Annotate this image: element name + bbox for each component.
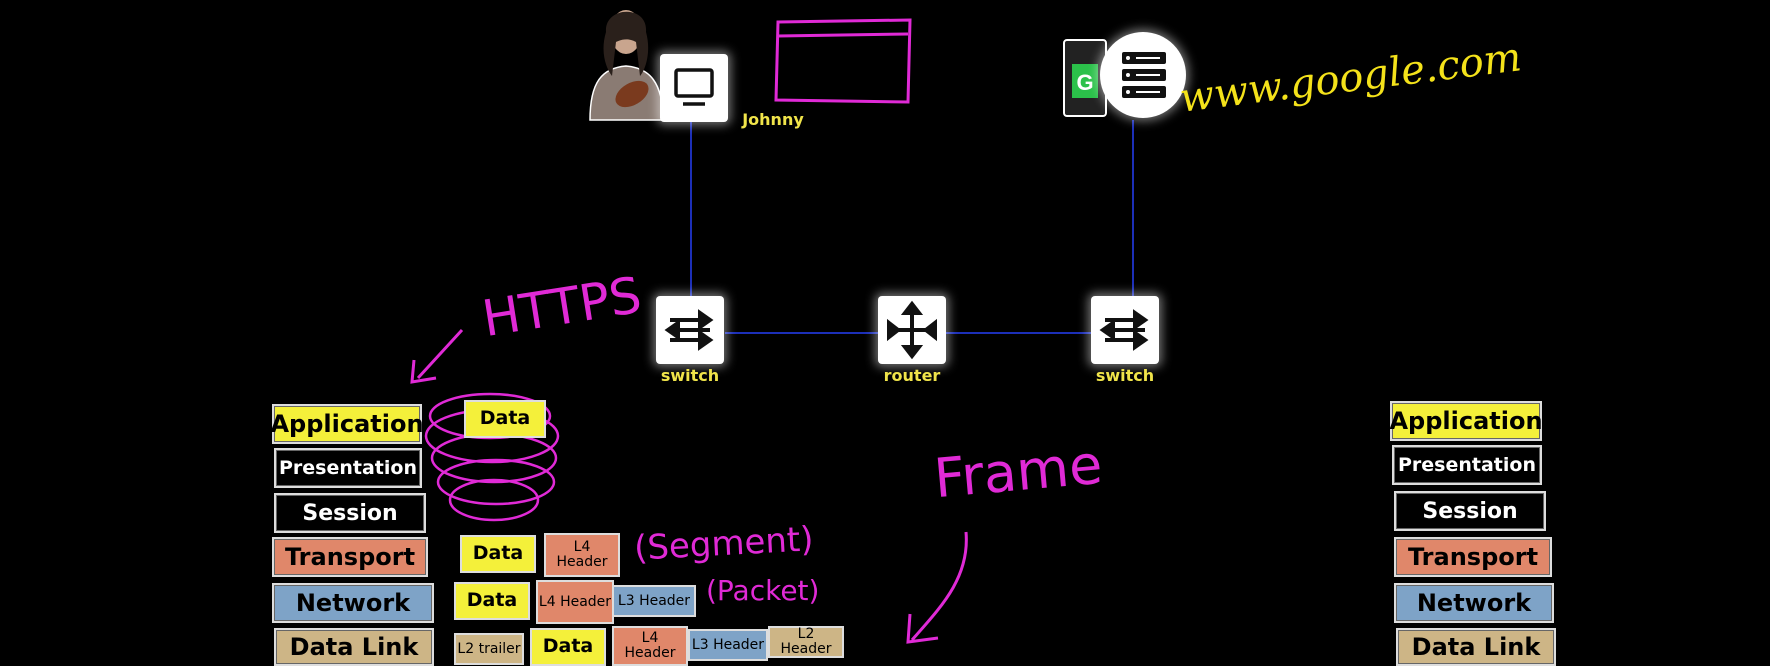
osi-left-application: Application (270, 404, 424, 444)
person-photo (582, 2, 670, 122)
osi-right-session: Session (1394, 491, 1546, 531)
packet-data-chip: Data (454, 582, 530, 620)
frame-l4-header-chip: L4 Header (612, 626, 688, 666)
osi-left-datalink: Data Link (274, 628, 434, 666)
frame-data-chip: Data (530, 628, 606, 666)
monitor-icon (674, 68, 714, 106)
https-arrow (410, 328, 464, 384)
scribble-circles (424, 392, 560, 522)
osi-left-transport: Transport (272, 537, 428, 577)
osi-right-application: Application (1389, 401, 1543, 441)
router-arrows-icon (887, 300, 937, 360)
osi-left-presentation: Presentation (274, 448, 422, 488)
osi-left-network: Network (272, 583, 434, 623)
server-icon (1122, 52, 1166, 98)
switch-left-label: switch (660, 366, 720, 385)
packet-l4-header-chip: L4 Header (536, 580, 614, 624)
switch-arrows-icon (664, 309, 714, 351)
packet-annotation: (Packet) (706, 574, 820, 607)
switch-left[interactable] (656, 296, 724, 364)
segment-l4-header-chip: L4 Header (544, 533, 620, 577)
switch-arrows-icon (1099, 309, 1149, 351)
osi-right-transport: Transport (1394, 537, 1552, 577)
server-rack-icon: G (1063, 39, 1107, 117)
router[interactable] (878, 296, 946, 364)
frame-arrow (906, 531, 968, 644)
server-badge[interactable] (1100, 32, 1186, 118)
application-data-chip: Data (464, 400, 546, 438)
server-logo-letter: G (1076, 70, 1093, 95)
drawn-box (774, 18, 912, 104)
osi-right-presentation: Presentation (1392, 445, 1542, 485)
switch-right-label: switch (1095, 366, 1155, 385)
segment-data-chip: Data (460, 535, 536, 573)
router-label: router (883, 366, 941, 385)
packet-l3-header-chip: L3 Header (612, 585, 696, 617)
osi-right-network: Network (1394, 583, 1554, 623)
osi-right-datalink: Data Link (1396, 628, 1556, 666)
client-computer[interactable] (660, 54, 728, 122)
osi-left-session: Session (274, 493, 426, 533)
frame-l2-header-chip: L2 Header (768, 626, 844, 658)
frame-l2-trailer-chip: L2 trailer (454, 633, 524, 665)
frame-l3-header-chip: L3 Header (688, 629, 768, 661)
switch-right[interactable] (1091, 296, 1159, 364)
client-label: Johnny (742, 110, 804, 129)
